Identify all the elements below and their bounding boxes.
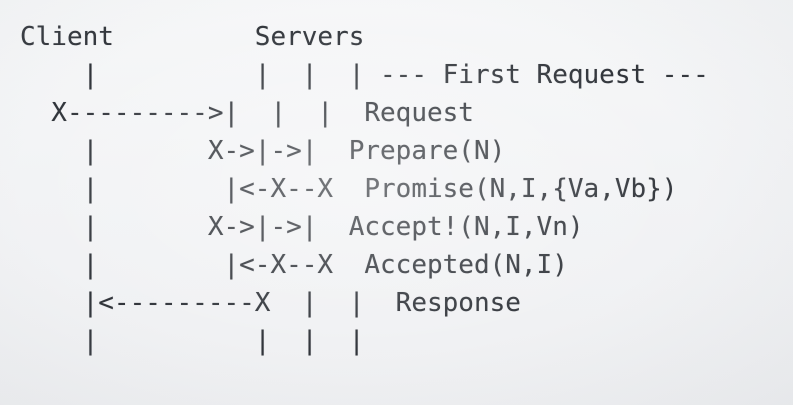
- paxos-sequence-ascii-art: Client Servers | | | | --- First Request…: [20, 22, 709, 356]
